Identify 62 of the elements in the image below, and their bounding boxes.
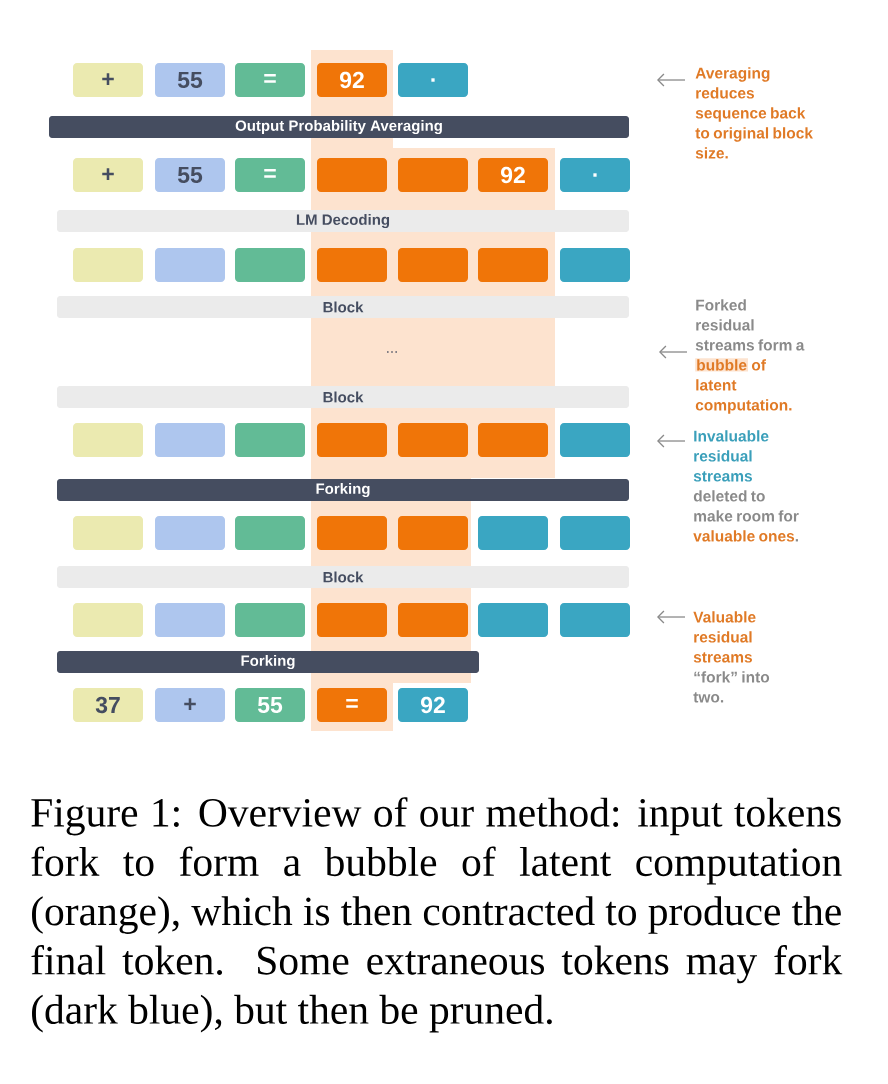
token-box: + — [73, 158, 143, 192]
token-box — [317, 423, 387, 457]
token-box: = — [235, 63, 305, 97]
arrow — [659, 345, 688, 359]
token-box — [398, 516, 468, 550]
layer-bar: Block — [57, 296, 629, 318]
arrow — [657, 610, 686, 624]
annotation-text: Averaging reduces sequence back to original block size. — [695, 67, 813, 159]
annotation-text: Invaluable residual streams deleted to make room for valuable ones. — [693, 430, 799, 542]
layer-bar: Block — [57, 386, 629, 408]
layer-bar: Forking — [57, 651, 479, 673]
token-box — [155, 423, 225, 457]
token-box — [73, 603, 143, 637]
token-box: 55 — [235, 688, 305, 722]
layer-bar: Forking — [57, 479, 629, 501]
token-box — [478, 516, 548, 550]
token-box: 92 — [478, 158, 548, 192]
token-box: = — [235, 158, 305, 192]
token-box — [155, 516, 225, 550]
token-box — [478, 603, 548, 637]
token-box — [235, 516, 305, 550]
arrow — [657, 73, 686, 87]
token-box: 37 — [73, 688, 143, 722]
token-box — [398, 158, 468, 192]
annotation-text: Valuable residual streams “fork” into two. — [693, 611, 770, 703]
annotation-text: Forked residual streams form a bubble of latent computation. — [695, 299, 805, 414]
token-box — [235, 603, 305, 637]
layer-bar: Block — [57, 566, 629, 588]
token-box — [235, 423, 305, 457]
token-box — [317, 516, 387, 550]
token-box — [478, 423, 548, 457]
token-box: 55 — [155, 63, 225, 97]
token-box: + — [155, 688, 225, 722]
token-box — [73, 248, 143, 282]
layer-bar: Output Probability Averaging — [49, 116, 629, 138]
token-box — [398, 248, 468, 282]
token-box: 55 — [155, 158, 225, 192]
caption: Figure 1: Overview of our method: input tokens fork to form a bubble of latent computation (orange), which is then contracted to produce the final token. Some extraneous tokens may fork (dark blue), but then be pruned. — [31, 797, 843, 1033]
arrow — [657, 434, 686, 448]
token-box — [317, 158, 387, 192]
ellipsis: ... — [387, 351, 397, 353]
token-box — [560, 248, 630, 282]
token-box — [317, 603, 387, 637]
token-box — [478, 248, 548, 282]
token-box — [560, 423, 630, 457]
token-box: 92 — [317, 63, 387, 97]
layer-bar: LM Decoding — [57, 210, 629, 232]
token-box: . — [560, 158, 630, 192]
token-box: + — [73, 63, 143, 97]
token-box — [73, 516, 143, 550]
token-box: . — [398, 63, 468, 97]
token-box — [317, 248, 387, 282]
token-box — [73, 423, 143, 457]
token-box — [235, 248, 305, 282]
token-box: = — [317, 688, 387, 722]
token-box — [155, 248, 225, 282]
token-box: 92 — [398, 688, 468, 722]
token-box — [560, 603, 630, 637]
token-box — [398, 423, 468, 457]
token-box — [155, 603, 225, 637]
token-box — [560, 516, 630, 550]
token-box — [398, 603, 468, 637]
